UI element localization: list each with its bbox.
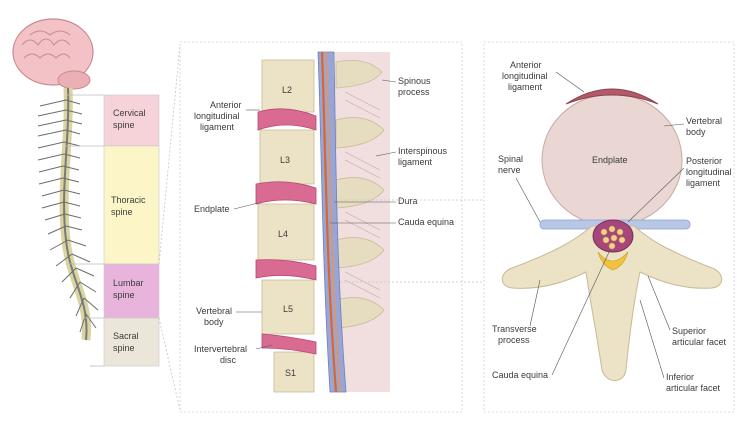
sagittal-vertebral-body-label-2: body: [204, 317, 224, 327]
axial-inferior-facet-label-2: articular facet: [666, 383, 721, 393]
zoom-connector-top: [159, 45, 180, 264]
axial-anterior-ligament-label-3: ligament: [508, 82, 543, 92]
sagittal-spinous-process-label-1: Spinous: [398, 76, 431, 86]
thoracic-label-1: Thoracic: [111, 195, 146, 205]
axial-superior-facet-leader: [648, 276, 670, 330]
sagittal-vertebral-body-label-1: Vertebral: [196, 306, 232, 316]
sacral-label-2: spine: [113, 343, 135, 353]
sagittal-spinous-process-label-2: process: [398, 87, 430, 97]
axial-spinal-nerve-label-1: Spinal: [498, 154, 523, 164]
sacral-label-1: Sacral: [113, 331, 139, 341]
spine-overview-panel: Cervical spine Thoracic spine Lumbar spi…: [13, 19, 180, 410]
axial-spinal-nerve-label-2: nerve: [498, 165, 521, 175]
axial-anterior-ligament-leader: [556, 72, 584, 92]
axial-cauda-equina-label: Cauda equina: [492, 370, 548, 380]
cervical-label-2: spine: [113, 120, 135, 130]
sagittal-cauda-equina-label: Cauda equina: [398, 217, 454, 227]
sagittal-section-panel: L2 L3 L4 L5 S1 Anterior longitudinal lig…: [180, 42, 484, 412]
sagittal-endplate-label: Endplate: [194, 204, 230, 214]
sagittal-interspinous-label-2: ligament: [398, 157, 433, 167]
axial-posterior-ligament-label-3: ligament: [686, 178, 721, 188]
sagittal-disc-label-1: Intervertebral: [194, 344, 247, 354]
axial-superior-facet-label-1: Superior: [672, 326, 706, 336]
axial-posterior-ligament-label-1: Posterior: [686, 156, 722, 166]
vertebra-l5-label: L5: [283, 304, 293, 314]
vertebra-l3-label: L3: [280, 155, 290, 165]
thoracic-region-box: [104, 146, 159, 264]
zoom-connector-bottom: [159, 318, 180, 410]
sagittal-disc-label-2: disc: [220, 355, 237, 365]
axial-superior-facet-label-2: articular facet: [672, 337, 727, 347]
axial-vertebral-body-label-2: body: [686, 127, 706, 137]
axial-anterior-ligament-label-2: longitudinal: [502, 71, 548, 81]
sagittal-endplate-leader: [234, 203, 258, 209]
axial-posterior-ligament-label-2: longitudinal: [686, 167, 732, 177]
sacral-region-box: [104, 318, 159, 366]
lumbar-label-1: Lumbar: [113, 278, 144, 288]
axial-spinal-nerve-leader: [516, 178, 540, 222]
sagittal-anterior-ligament-label-2: longitudinal: [194, 111, 240, 121]
axial-vertebral-body-label-1: Vertebral: [686, 116, 722, 126]
lumbar-label-2: spine: [113, 290, 135, 300]
axial-endplate-label: Endplate: [592, 155, 628, 165]
sagittal-anterior-ligament-label-1: Anterior: [210, 100, 242, 110]
vertebra-s1-label: S1: [285, 368, 296, 378]
axial-inferior-facet-leader: [640, 300, 664, 378]
sagittal-dura-label: Dura: [398, 196, 418, 206]
vertebra-l4-label: L4: [278, 229, 288, 239]
sagittal-anterior-ligament-label-3: ligament: [200, 122, 235, 132]
sagittal-interspinous-label-1: Interspinous: [398, 146, 448, 156]
cervical-label-1: Cervical: [113, 108, 146, 118]
axial-section-panel: Anterior longitudinal ligament Vertebral…: [484, 42, 734, 412]
posterior-elements: [335, 52, 390, 392]
axial-anterior-ligament-label-1: Anterior: [510, 60, 542, 70]
cerebellum: [58, 71, 90, 89]
axial-inferior-facet-label-1: Inferior: [666, 372, 694, 382]
thoracic-label-2: spine: [111, 207, 133, 217]
axial-transverse-process-label-2: process: [498, 335, 530, 345]
vertebra-l2-label: L2: [282, 85, 292, 95]
